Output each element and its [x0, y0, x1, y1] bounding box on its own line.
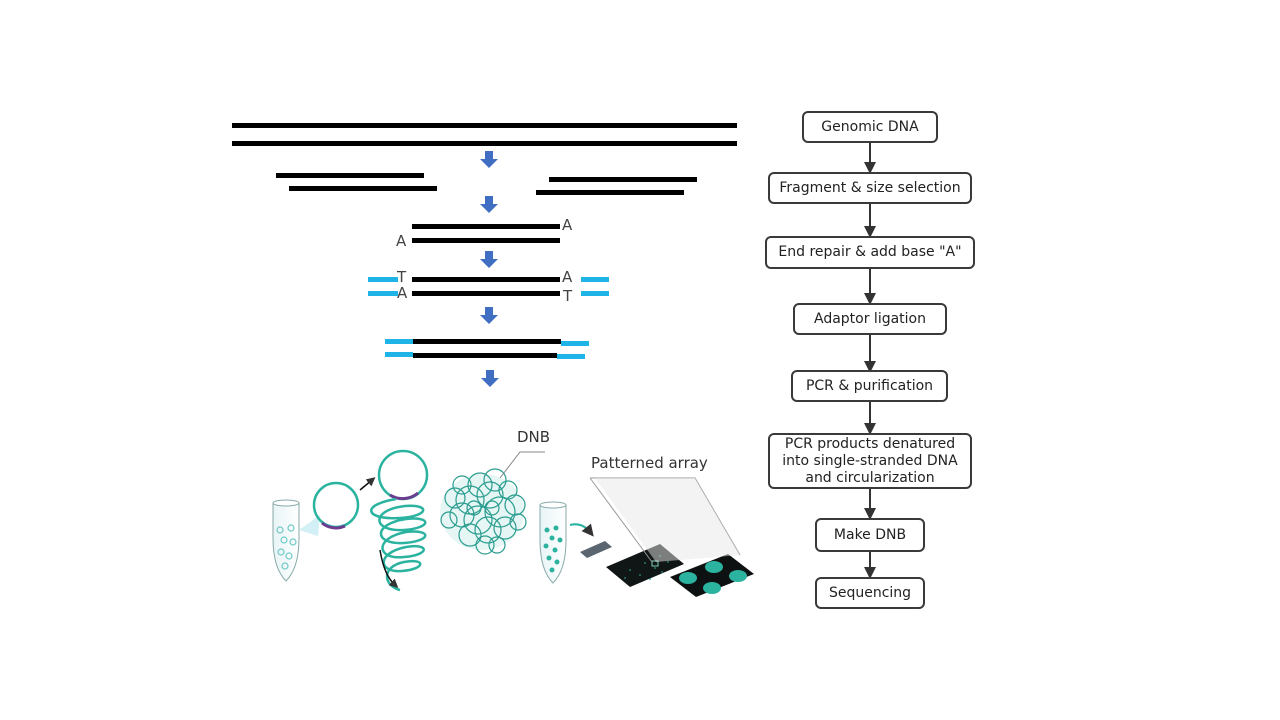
- patterned-array-label: Patterned array: [591, 454, 708, 472]
- base-a-label: A: [396, 232, 407, 250]
- base-a-label: A: [562, 268, 573, 286]
- down-arrow-icon: [480, 151, 499, 387]
- tube-icon: [539, 501, 567, 584]
- rolling-circle-amplification: [370, 449, 429, 592]
- step-genomic-dna: Genomic DNA: [802, 111, 938, 143]
- step-circularization: PCR products denatured into single-stran…: [768, 433, 972, 489]
- dna-fragments: [276, 173, 697, 195]
- circular-ssdna: [312, 481, 360, 530]
- a-tailed-fragment: [412, 224, 560, 243]
- tube-icon: [272, 499, 320, 582]
- step-fragment-size-selection: Fragment & size selection: [768, 172, 972, 204]
- base-a-label: A: [562, 216, 573, 234]
- array-zoom-shading: [595, 478, 740, 562]
- step-end-repair: End repair & add base "A": [765, 236, 975, 269]
- step-sequencing: Sequencing: [815, 577, 925, 609]
- step-pcr-purification: PCR & purification: [791, 370, 948, 402]
- dnb-label: DNB: [517, 428, 551, 446]
- dnb-ball: [440, 468, 527, 555]
- base-a-label: A: [397, 284, 408, 302]
- arrow-icon: [379, 549, 399, 589]
- adaptor-ligation-fragment: [368, 277, 609, 296]
- step-make-dnb: Make DNB: [815, 518, 925, 552]
- ligated-library-fragment: [385, 339, 589, 359]
- step-adaptor-ligation: Adaptor ligation: [793, 303, 947, 335]
- base-t-label: T: [563, 287, 573, 305]
- arrow-icon: [569, 523, 594, 537]
- dnb-callout-line: [499, 451, 545, 479]
- genomic-dna-strands: [232, 123, 737, 146]
- base-t-label: T: [397, 268, 407, 286]
- arrow-icon: [359, 477, 376, 491]
